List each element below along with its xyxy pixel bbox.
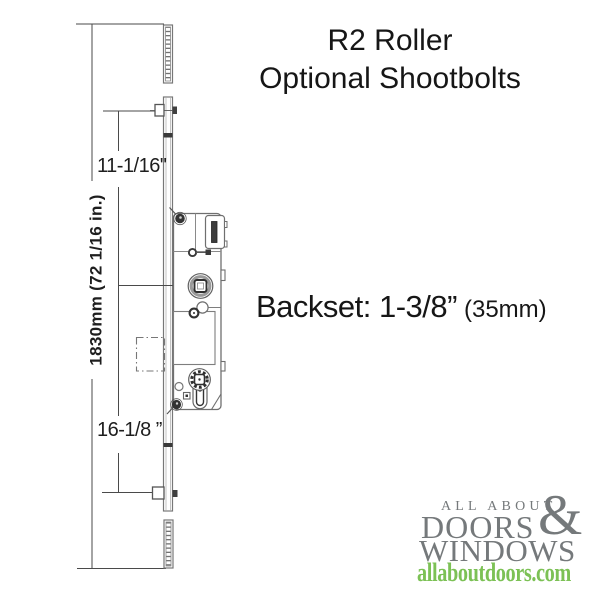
logo-tagline: ALL ABOUT [441, 499, 557, 514]
lower-compartment [172, 307, 221, 366]
keep-slot [204, 214, 228, 250]
title-line1: R2 Roller [327, 24, 453, 57]
overall-dimension-lines [76, 23, 166, 569]
dimension-overall-length: 1830mm (72 1/16 in.) [86, 194, 106, 366]
dimension-handle-to-bottom: 16-1/8 ” [97, 419, 162, 441]
backset-metric: (35mm) [463, 296, 547, 323]
logo-word-windows: WINDOWS [419, 533, 576, 568]
fixing-screws-lower [170, 381, 191, 411]
hidden-detail-dashed-box [135, 336, 166, 372]
page-title: R2 Roller Optional Shootbolts [230, 22, 550, 98]
lower-dimension-lines [102, 453, 156, 493]
fixing-screws-upper [173, 211, 211, 258]
backset-label: Backset: 1-3/8” [256, 289, 457, 324]
roller-cam [188, 301, 209, 319]
cylinder-gear [188, 368, 211, 391]
backset-annotation: Backset: 1-3/8”(35mm) [256, 291, 547, 322]
shootbolt-top-connector [150, 103, 177, 117]
faceplate-rail [162, 96, 174, 512]
spindle-hub [187, 273, 214, 299]
shootbolt-rod-bottom [163, 519, 174, 569]
shootbolt-bottom-connector [151, 486, 178, 500]
logo-word-doors: DOORS [421, 509, 535, 545]
logo-website: allaboutdoors.com [417, 558, 571, 587]
title-line2: Optional Shootbolts [259, 62, 521, 95]
logo-ampersand: & [538, 484, 583, 547]
shootbolt-rod-top [162, 24, 174, 84]
dimension-top-to-handle: 11-1/16" [97, 155, 167, 177]
